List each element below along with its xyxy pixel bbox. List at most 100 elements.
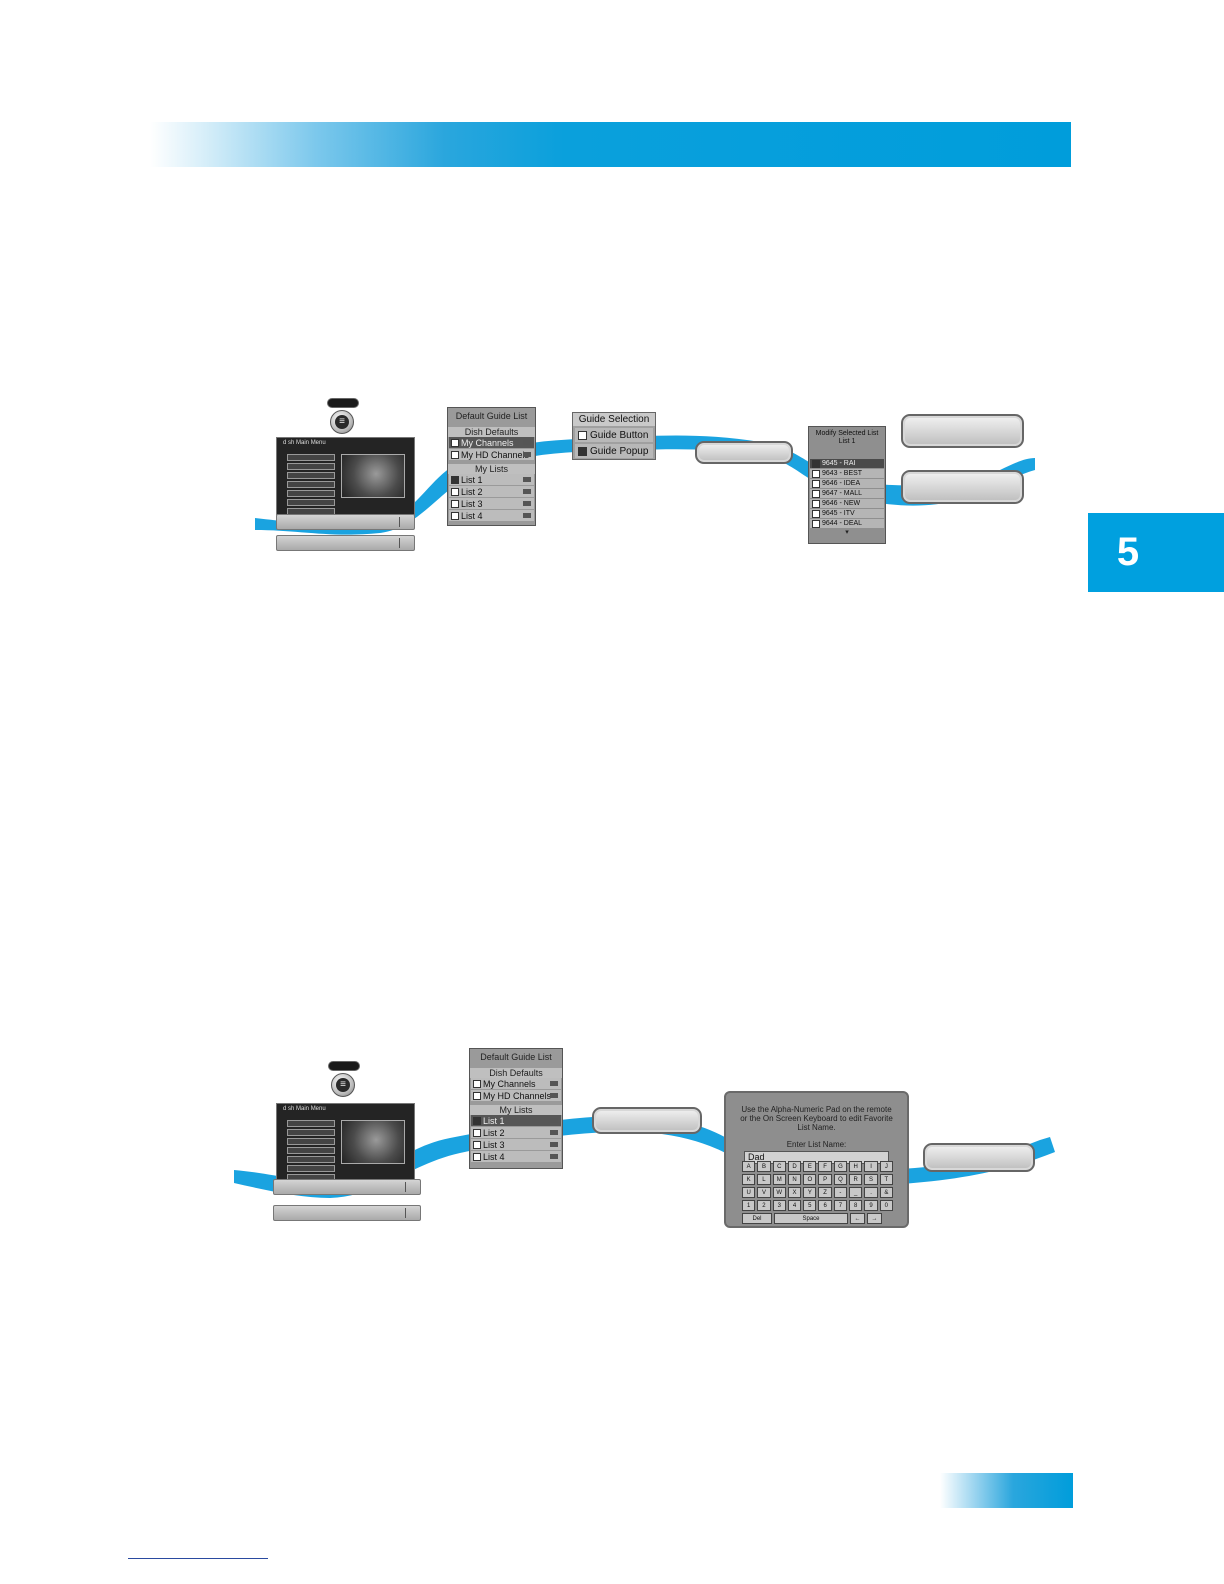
key[interactable]: .: [864, 1187, 878, 1198]
key[interactable]: M: [772, 1174, 786, 1185]
key[interactable]: L: [757, 1174, 771, 1185]
placeholder-button-1[interactable]: [273, 1179, 421, 1195]
key[interactable]: B: [757, 1161, 771, 1172]
key[interactable]: 8: [849, 1200, 863, 1211]
key[interactable]: S: [864, 1174, 878, 1185]
main-menu-screen: d sh Main Menu: [276, 1103, 415, 1181]
main-menu-title: Main Menu: [296, 1106, 326, 1112]
folder-icon: [550, 1142, 558, 1147]
default-guide-list-panel: Default Guide List Dish Defaults My Chan…: [469, 1048, 563, 1169]
list-item-list-4[interactable]: List 4: [471, 1151, 561, 1162]
list-item-list-4[interactable]: List 4: [449, 510, 534, 521]
key[interactable]: F: [818, 1161, 832, 1172]
key[interactable]: I: [864, 1161, 878, 1172]
key[interactable]: D: [787, 1161, 802, 1172]
panel-title: Default Guide List: [455, 411, 528, 421]
list-name-field[interactable]: Dad: [744, 1151, 889, 1164]
key[interactable]: 2: [757, 1200, 771, 1211]
channel-row[interactable]: 9647 - MALL: [810, 489, 884, 498]
key[interactable]: Q: [833, 1174, 848, 1185]
folder-icon: [550, 1118, 558, 1123]
channel-row[interactable]: 9645 - ITV: [810, 509, 884, 518]
video-caption: [341, 499, 403, 509]
menu-button-remote[interactable]: ≡: [330, 410, 354, 434]
key[interactable]: P: [818, 1174, 832, 1185]
channel-row[interactable]: 9646 - NEW: [810, 499, 884, 508]
key[interactable]: A: [742, 1161, 756, 1172]
chapter-number: 5: [1116, 530, 1140, 574]
space-key[interactable]: Space: [774, 1213, 848, 1224]
key[interactable]: 9: [864, 1200, 878, 1211]
placeholder-pill-modify[interactable]: [695, 441, 793, 464]
placeholder-button-2[interactable]: [276, 535, 415, 551]
guide-selection-title: Guide Selection: [573, 413, 655, 426]
key[interactable]: 3: [772, 1200, 786, 1211]
folder-icon: [550, 1093, 558, 1098]
left-arrow-key[interactable]: ←: [850, 1213, 865, 1224]
scroll-down-icon[interactable]: ▾: [845, 529, 849, 536]
list-item-list-1[interactable]: List 1: [449, 474, 534, 485]
delete-key[interactable]: Del: [742, 1213, 772, 1224]
main-menu-title: Main Menu: [296, 440, 326, 446]
key[interactable]: 4: [787, 1200, 802, 1211]
key[interactable]: 1: [742, 1200, 756, 1211]
folder-icon: [523, 452, 531, 457]
folder-icon: [550, 1130, 558, 1135]
list-item-my-hd-channels[interactable]: My HD Channels: [471, 1090, 561, 1101]
key[interactable]: Z: [818, 1187, 832, 1198]
key[interactable]: W: [772, 1187, 786, 1198]
chapter-tab: 5: [1088, 513, 1224, 592]
list-item-list-3[interactable]: List 3: [449, 498, 534, 509]
key[interactable]: 6: [818, 1200, 832, 1211]
key[interactable]: K: [742, 1174, 756, 1185]
list-item-my-channels[interactable]: My Channels: [449, 437, 534, 448]
folder-icon: [523, 513, 531, 518]
channel-row[interactable]: 9646 - IDEA: [810, 479, 884, 488]
option-guide-popup[interactable]: Guide Popup: [575, 444, 653, 458]
placeholder-button-2[interactable]: [273, 1205, 421, 1221]
list-name-label: Enter List Name:: [786, 1140, 847, 1149]
key[interactable]: U: [742, 1187, 756, 1198]
keyboard-instructions: Use the Alpha-Numeric Pad on the remote …: [740, 1105, 893, 1132]
placeholder-pill-3[interactable]: [923, 1143, 1035, 1172]
menu-button-remote[interactable]: ≡: [331, 1073, 355, 1097]
key[interactable]: V: [757, 1187, 771, 1198]
channel-row[interactable]: 9645 - RAI: [810, 459, 884, 468]
channel-row[interactable]: 9644 - DEAL: [810, 519, 884, 528]
placeholder-pill-2[interactable]: [901, 470, 1024, 504]
list-item-list-2[interactable]: List 2: [471, 1127, 561, 1138]
remote-top-pill: [327, 398, 359, 408]
key[interactable]: Y: [803, 1187, 817, 1198]
footer-rule: [128, 1558, 268, 1559]
key[interactable]: J: [879, 1161, 893, 1172]
list-item-my-channels[interactable]: My Channels: [471, 1078, 561, 1089]
key[interactable]: N: [787, 1174, 802, 1185]
list-item-list-3[interactable]: List 3: [471, 1139, 561, 1150]
key[interactable]: _: [849, 1187, 863, 1198]
key[interactable]: R: [849, 1174, 863, 1185]
key[interactable]: G: [833, 1161, 848, 1172]
right-arrow-key[interactable]: →: [867, 1213, 882, 1224]
list-item-my-hd-channels[interactable]: My HD Channels: [449, 449, 534, 460]
option-guide-button[interactable]: Guide Button: [575, 428, 653, 442]
list-item-list-1[interactable]: List 1: [471, 1115, 561, 1126]
key[interactable]: C: [772, 1161, 786, 1172]
key[interactable]: 7: [833, 1200, 848, 1211]
section-dish-defaults: Dish Defaults: [448, 427, 535, 437]
list-item-list-2[interactable]: List 2: [449, 486, 534, 497]
key[interactable]: -: [833, 1187, 848, 1198]
key[interactable]: O: [803, 1174, 817, 1185]
key[interactable]: T: [879, 1174, 893, 1185]
placeholder-pill-1[interactable]: [901, 414, 1024, 448]
key[interactable]: E: [803, 1161, 817, 1172]
channel-row[interactable]: 9643 - BEST: [810, 469, 884, 478]
key[interactable]: 0: [879, 1200, 893, 1211]
key[interactable]: H: [849, 1161, 863, 1172]
key[interactable]: &: [879, 1187, 893, 1198]
placeholder-button-1[interactable]: [276, 514, 415, 530]
placeholder-pill-rename[interactable]: [592, 1107, 702, 1134]
key[interactable]: 5: [803, 1200, 817, 1211]
key[interactable]: X: [787, 1187, 802, 1198]
